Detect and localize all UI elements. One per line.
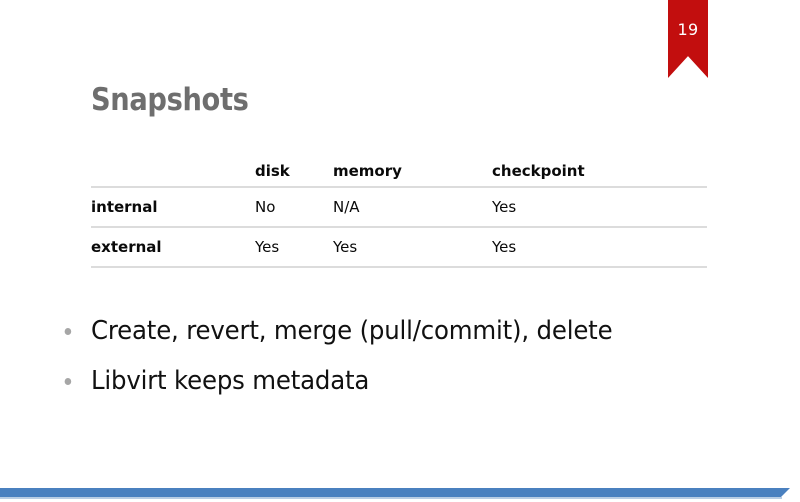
cell-external-memory: Yes [333,238,358,256]
table-body: internal No N/A Yes external Yes Yes Yes [91,187,707,267]
footer-accent-bar-shadow [0,497,782,499]
page-number-ribbon: 19 [668,0,708,78]
column-header-disk: disk [255,157,333,188]
list-item: Create, revert, merge (pull/commit), del… [59,309,698,353]
cell-internal-memory: N/A [333,198,360,216]
table-header-row: disk memory checkpoint [91,157,707,188]
row-label-internal: internal [91,198,158,216]
table-row: internal No N/A Yes [91,187,707,227]
list-item-label: Create, revert, merge (pull/commit), del… [90,316,613,346]
column-header-memory: memory [333,157,492,188]
bullet-dot-icon [64,328,72,335]
page-number-label: 19 [677,20,699,39]
table-corner-header [91,157,255,188]
column-header-checkpoint: checkpoint [492,157,707,188]
cell-internal-checkpoint: Yes [492,198,517,216]
cell-external-disk: Yes [255,238,280,256]
cell-internal-disk: No [255,198,276,216]
table-row: external Yes Yes Yes [91,227,707,267]
cell-external-checkpoint: Yes [492,238,517,256]
bullet-list: Create, revert, merge (pull/commit), del… [59,309,739,409]
list-item-label: Libvirt keeps metadata [90,366,370,396]
footer-accent-bar [0,488,790,497]
table-header: disk memory checkpoint [91,157,707,188]
list-item: Libvirt keeps metadata [59,359,698,403]
bullet-dot-icon [64,378,72,385]
page-title: Snapshots [91,82,249,118]
row-label-external: external [91,238,162,256]
snapshots-table: disk memory checkpoint internal No N/A Y… [91,157,707,268]
